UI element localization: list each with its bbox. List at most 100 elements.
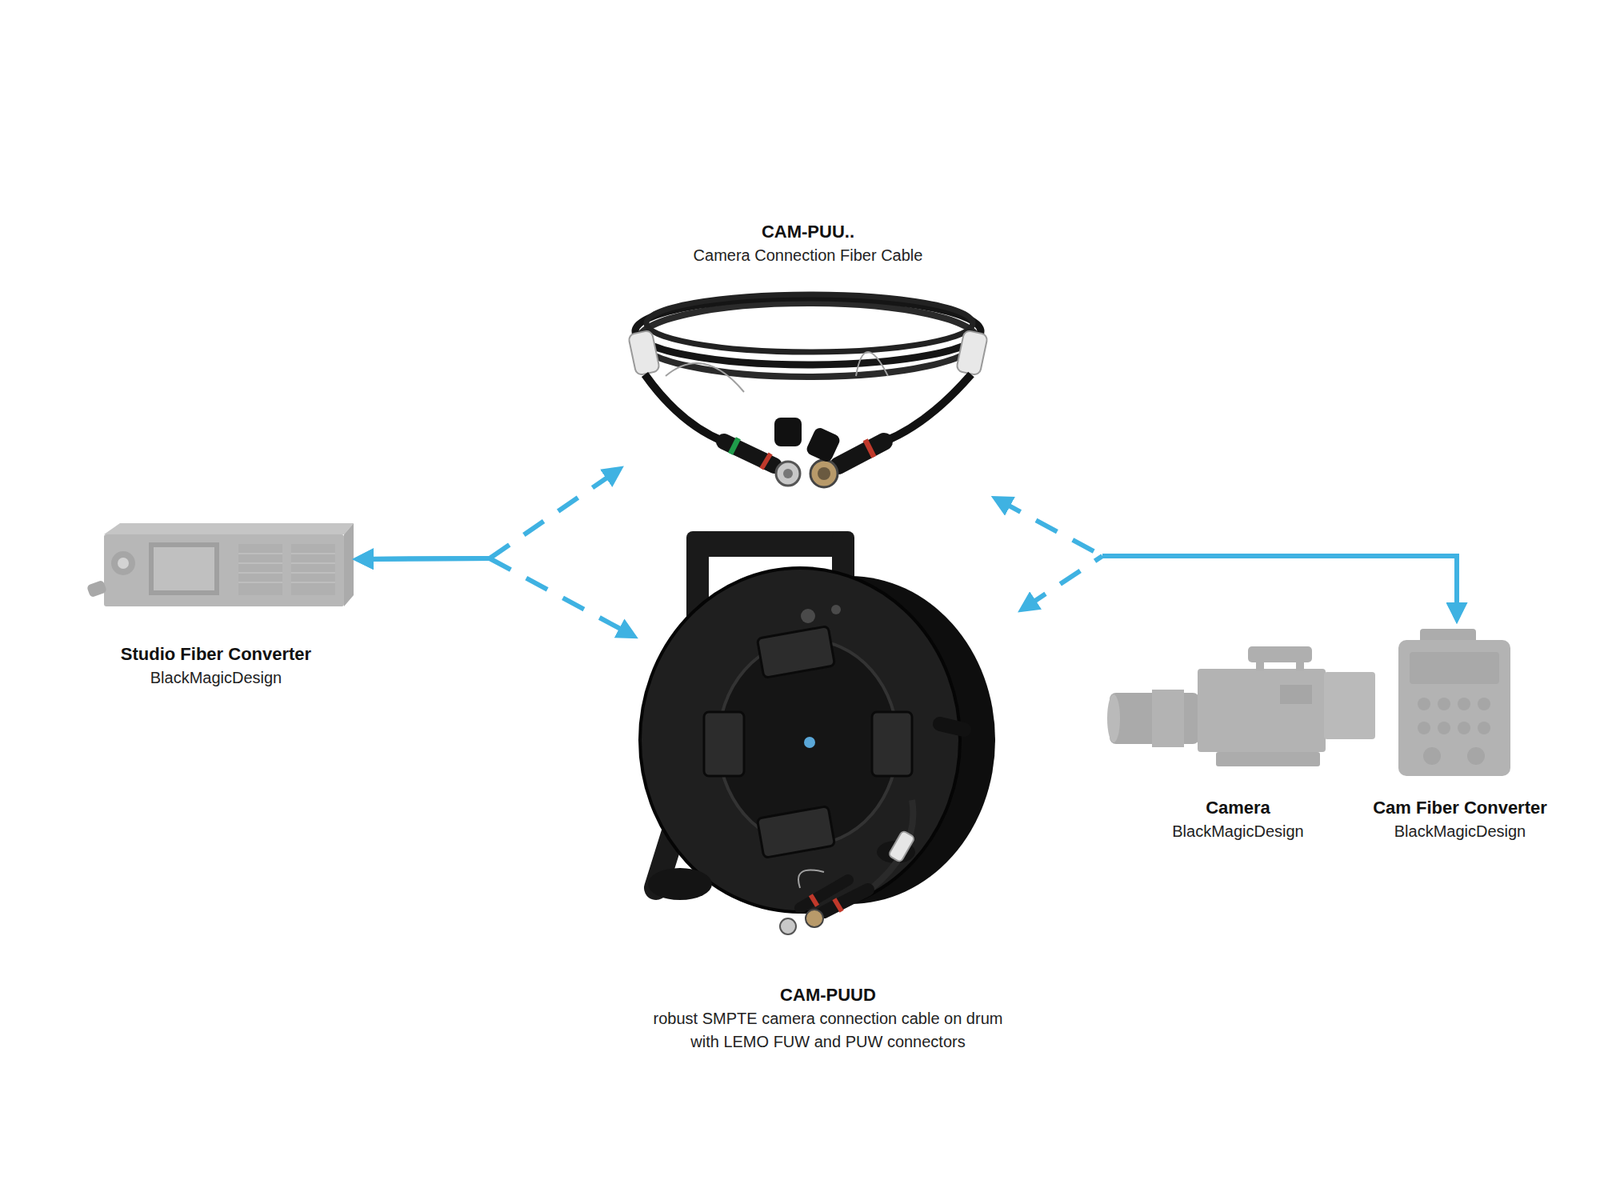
product-name: CAM-PUU..: [761, 220, 855, 244]
converter-top: [104, 523, 354, 535]
product-description: robust SMPTE camera connection cable on …: [643, 1007, 1013, 1054]
drum-hole: [800, 608, 816, 624]
converter-button: [1477, 721, 1491, 735]
converter-front: [104, 534, 344, 607]
drum-clip: [756, 626, 835, 679]
fiber-cable-illustration: [628, 294, 988, 488]
solid-connector: [1102, 556, 1457, 615]
camera-illustration: [1107, 646, 1376, 767]
vent-grille: [291, 544, 336, 596]
converter-button: [1437, 721, 1451, 735]
red-ring: [836, 904, 840, 907]
cable-drum-illustration: [640, 531, 996, 935]
camera-base: [1216, 752, 1320, 767]
red-ring: [812, 899, 816, 902]
converter-button: [1417, 697, 1431, 711]
dashed-connector: [489, 558, 630, 635]
drum-handle: [686, 531, 855, 557]
handle-post: [1296, 660, 1304, 671]
solid-connector: [361, 556, 490, 562]
vent-line: [291, 562, 336, 564]
converter-button: [1437, 697, 1451, 711]
camera-handle: [1248, 646, 1312, 663]
converter-button: [1457, 697, 1471, 711]
converter-connector: [111, 551, 136, 576]
product-name: Cam Fiber Converter: [1372, 796, 1548, 820]
drum-foot: [648, 868, 712, 900]
signal-connector: [1025, 556, 1457, 615]
connector-boot: [800, 880, 848, 908]
lanyard-wire: [856, 352, 888, 376]
drum-clip: [704, 712, 744, 776]
vent-grille: [238, 544, 283, 596]
lens-front: [1107, 694, 1120, 743]
signal-connector: [999, 500, 1457, 615]
drum-hole: [831, 604, 841, 615]
handle-post: [1256, 660, 1264, 671]
cable-ferrule: [628, 329, 660, 376]
connector-face: [805, 909, 824, 928]
camera-body: [1197, 668, 1326, 752]
cam-converter-node: Cam Fiber ConverterBlackMagicDesign: [1368, 624, 1552, 844]
solid-connector: [361, 556, 490, 562]
converter-button: [1477, 697, 1491, 711]
connector-pin: [817, 467, 831, 480]
solid-connector: [1102, 556, 1457, 615]
cam-converter-illustration: [1398, 628, 1511, 776]
vent-line: [238, 562, 283, 564]
vent-line: [291, 552, 336, 555]
cable-tail: [644, 374, 724, 442]
signal-connector: [361, 471, 616, 560]
product-name: CAM-PUUD: [780, 983, 876, 1008]
vent-line: [291, 572, 336, 574]
connector-pin: [783, 468, 793, 479]
product-description: Camera Connection Fiber Cable: [693, 244, 924, 268]
connector-face: [776, 461, 800, 486]
converter-connector: [1467, 747, 1485, 765]
vent-line: [238, 572, 283, 574]
dashed-connector: [999, 500, 1103, 556]
product-name: Camera: [1205, 796, 1271, 820]
cable-drum-node: CAM-PUUDrobust SMPTE camera connection c…: [638, 528, 1018, 1054]
cable-tail: [884, 374, 972, 442]
cable-coil: [646, 294, 973, 352]
dust-cap: [774, 417, 802, 447]
product-description: BlackMagicDesign: [1172, 820, 1304, 844]
vent-line: [238, 552, 283, 555]
converter-connector: [1423, 747, 1441, 765]
fiber-cable-node: CAM-PUU..Camera Connection Fiber Cable: [624, 220, 992, 496]
product-description: BlackMagicDesign: [1394, 820, 1527, 844]
cable-ferrule: [888, 830, 916, 863]
converter-button: [1457, 721, 1471, 735]
lens-ring: [1152, 689, 1184, 748]
studio-converter-node: Studio Fiber ConverterBlackMagicDesign: [80, 520, 352, 690]
camera-viewfinder: [1324, 672, 1376, 740]
connector-pin: [117, 557, 129, 569]
connector-face: [810, 460, 838, 488]
converter-panel: [1409, 652, 1500, 684]
product-name: Studio Fiber Converter: [120, 642, 312, 667]
converter-side: [344, 523, 354, 607]
studio-converter-illustration: [86, 523, 354, 607]
green-ring: [732, 444, 737, 448]
lanyard-wire: [798, 870, 824, 889]
drum-center-mark: [804, 736, 816, 748]
screen-image: [153, 547, 215, 591]
converter-screen: [148, 542, 220, 596]
camera-screen: [1280, 684, 1312, 704]
drum-clip: [872, 712, 912, 776]
product-description: BlackMagicDesign: [150, 666, 283, 690]
dust-cap: [804, 426, 842, 464]
camera-node: CameraBlackMagicDesign: [1108, 640, 1368, 844]
red-ring: [764, 460, 768, 463]
vent-line: [238, 581, 283, 584]
lanyard-wire: [665, 363, 744, 392]
drum-flange: [640, 568, 960, 912]
dashed-connector: [489, 471, 616, 559]
connector-cap: [86, 580, 108, 599]
connector-boot: [724, 441, 775, 466]
vent-line: [291, 581, 336, 584]
cable-ferrule: [956, 329, 988, 376]
red-ring: [867, 447, 872, 450]
